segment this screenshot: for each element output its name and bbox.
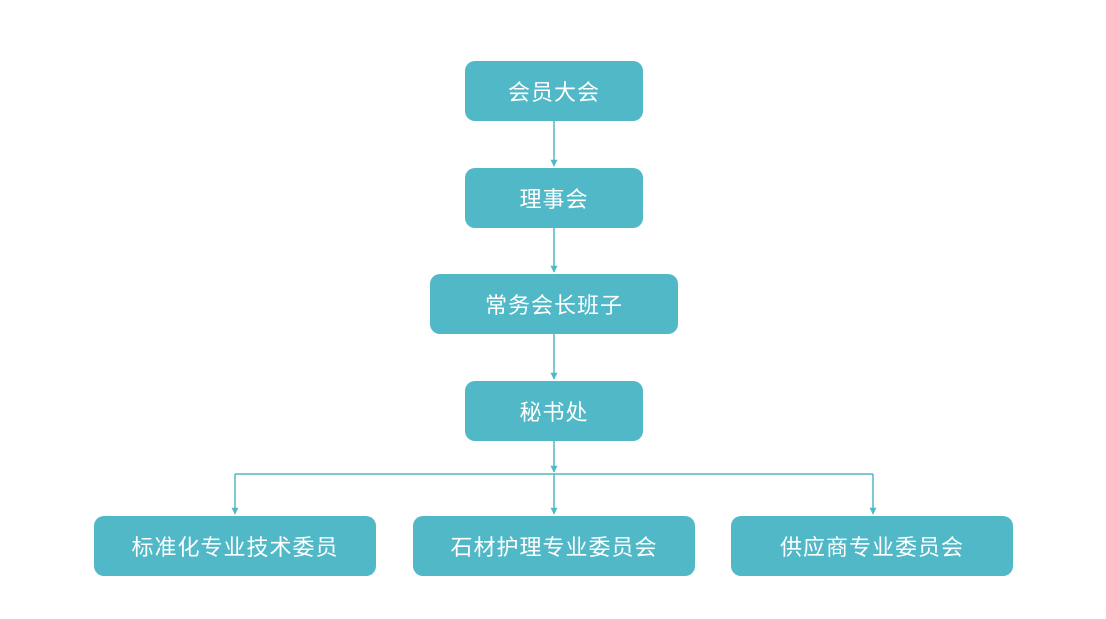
node-council: 理事会	[465, 168, 643, 228]
node-label: 理事会	[519, 188, 589, 213]
node-standing-council: 常务会长班子	[430, 274, 678, 334]
node-general-assembly: 会员大会	[465, 61, 643, 121]
node-label: 供应商专业委员会	[779, 536, 964, 561]
node-label: 标准化专业技术委员	[131, 536, 339, 561]
node-standardization-committee: 标准化专业技术委员	[94, 516, 376, 576]
node-supplier-committee: 供应商专业委员会	[731, 516, 1013, 576]
node-label: 石材护理专业委员会	[450, 536, 658, 561]
node-stone-care-committee: 石材护理专业委员会	[413, 516, 695, 576]
node-secretariat: 秘书处	[465, 381, 643, 441]
node-label: 秘书处	[519, 401, 589, 426]
node-label: 会员大会	[507, 81, 600, 106]
node-label: 常务会长班子	[484, 294, 623, 319]
